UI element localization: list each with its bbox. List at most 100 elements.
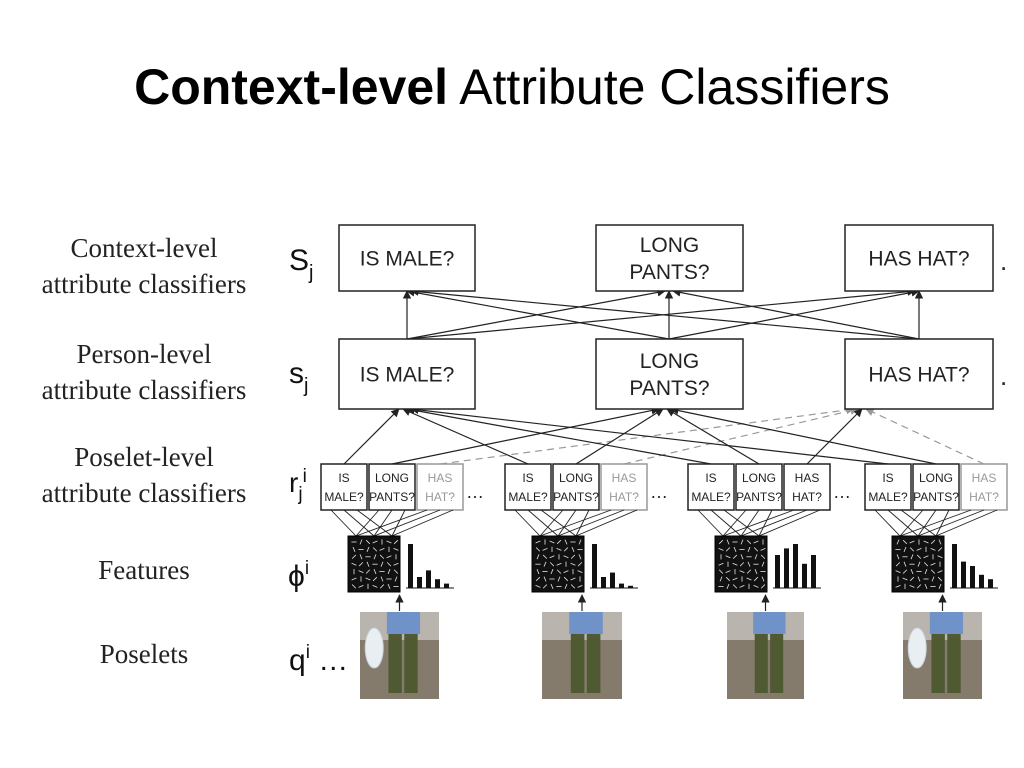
poselet-photo-2-pants-left [570,634,585,693]
feature-group-3-hog-cell [739,562,745,567]
feature-group-3-fan-3-1 [722,509,795,537]
poselet-group-1-edge-2 [391,406,660,465]
symbol-poselets-main: q [289,644,306,677]
feature-group-2-hog-cell [535,585,541,588]
poselet-group-2-box-3-text-1: HAS [612,471,637,485]
poselet-group-2-box-3-text-2: HAT? [609,490,639,504]
person-box-2-text-1: LONG [640,350,700,373]
poselet-photo-3-jacket [753,612,786,634]
feature-group-4-fan-1-3 [900,509,937,537]
symbol-context-sub: j [308,262,313,284]
feature-group-2-hog-cell [577,585,583,588]
level-symbols: Sj sj rji ϕi qi … [288,244,348,677]
feature-group-3-hog-cell [746,577,752,581]
feature-group-4-hog-cell [924,569,928,575]
feature-group-1-fan-2-1 [355,509,380,537]
poselet-group-2-box-2-border [552,463,600,511]
features-label: Features [98,555,190,585]
poselets-label: Poselets [99,639,189,669]
feature-group-4-hog-cell [909,585,915,588]
poselet-group-4-box-3-border [960,463,1008,511]
symbol-poselets-tail: … [310,644,348,677]
feature-group-2-hist-bar-4 [619,583,624,588]
context-level-label: Context-level attribute classifiers [8,230,280,302]
feature-group-2-hog-cell [549,540,555,544]
context-box-3-text-1: HAS HAT? [868,248,969,271]
poselet-group-2-edge-2 [575,408,664,465]
poselet-photos [360,594,982,699]
feature-group-4-hist-bar-2 [961,561,966,588]
symbol-person-main: s [289,357,304,390]
poselet-photo-2 [542,594,622,699]
feature-group-1-fan-1-3 [356,509,393,537]
feature-group-2-hog-cell [577,570,583,573]
feature-group-2-hog-cell [550,569,554,575]
feature-group-4-hog-cell [896,539,900,545]
feature-group-1-hog-cell [372,585,378,588]
feature-group-2-fan-3-3 [575,509,638,537]
poselet-group-2-box-1-border [504,463,552,511]
symbol-poselets-level: qi … [289,642,348,677]
feature-group-3-fan-2-3 [758,509,773,537]
poselet-group-4-box-2-border [912,463,960,511]
person-box-3: HAS HAT? [844,338,994,410]
feature-group-4-hog-cell [902,539,908,545]
context-box-1-text-1: IS MALE? [360,248,455,271]
feature-group-1-fan-3-3 [391,509,454,537]
feature-group-3-hog-cell [725,547,731,552]
symbol-person-sub: j [303,375,308,397]
feature-group-4-hog-cell [916,554,922,559]
feature-group-2-hog-cell [535,547,541,552]
feature-group-4-hog-cell [903,546,907,552]
feature-group-3-hog-cell [725,576,731,582]
poselet-group-4-box-3-text-2: HAT? [969,490,999,504]
poselet-group-4-edge-3 [865,408,985,465]
feature-group-1-hog-cell [366,546,370,552]
feature-group-4-hog-cell [917,561,921,567]
feature-group-2-fan-3-1 [539,509,612,537]
feature-group-4-hog-cell [938,583,942,589]
poselet-group-1-box-2-text-1: LONG [375,471,409,485]
feature-group-4-hog-cell [909,540,915,544]
feature-group-1-hog-cell [365,577,371,581]
feature-group-3-hist-bar-3 [793,544,798,588]
feature-group-2-hog-cell [556,548,562,551]
symbol-context-main: S [289,244,309,277]
feature-group-1-hog-cell [393,562,399,566]
feature-group-4-hog-cell [916,584,922,589]
feature-group-3-hist-bar-4 [802,563,807,588]
context-box-3: HAS HAT? [844,224,994,292]
feature-group-4-hog-cell [916,548,922,551]
feature-group-3-hog-cell [718,548,724,551]
context-box-2-text-1: LONG [640,234,700,257]
feature-group-1-hog-cell [358,562,364,567]
feature-group-2-hog-cell [564,583,568,589]
feature-group-4-hog-cell [896,554,900,560]
feature-group-2-hog-cell [570,554,576,559]
feature-group-1-hog-cell [387,569,391,575]
poselet-group-3-box-3-text-2: HAT? [792,490,822,504]
poselet-group-2-box-1-text-1: IS [522,471,533,485]
person-box-1-text-1: IS MALE? [360,364,455,387]
feature-group-4-fan-1-1 [874,509,901,537]
poselet-level-boxes: ISMALE?LONGPANTS?HASHAT?…ISMALE?LONGPANT… [320,463,1008,511]
poselet-level-label-line1: Poselet-level [74,442,214,472]
feature-group-1-hog-cell [386,562,392,567]
feature-group-2-hog-cell [535,576,541,582]
feature-group-4-hist-bar-1 [952,544,957,588]
poselet-photo-1 [360,594,439,699]
feature-group-1-hog-cell [373,569,377,575]
feature-group-1-hog-cell [373,554,377,560]
poselet-group-4-box-1-text-1: IS [882,471,893,485]
feature-group-2-fan-2-3 [575,509,590,537]
feature-group-3-hog-cell [718,569,724,574]
feature-group-1-hog-cell [393,569,399,574]
